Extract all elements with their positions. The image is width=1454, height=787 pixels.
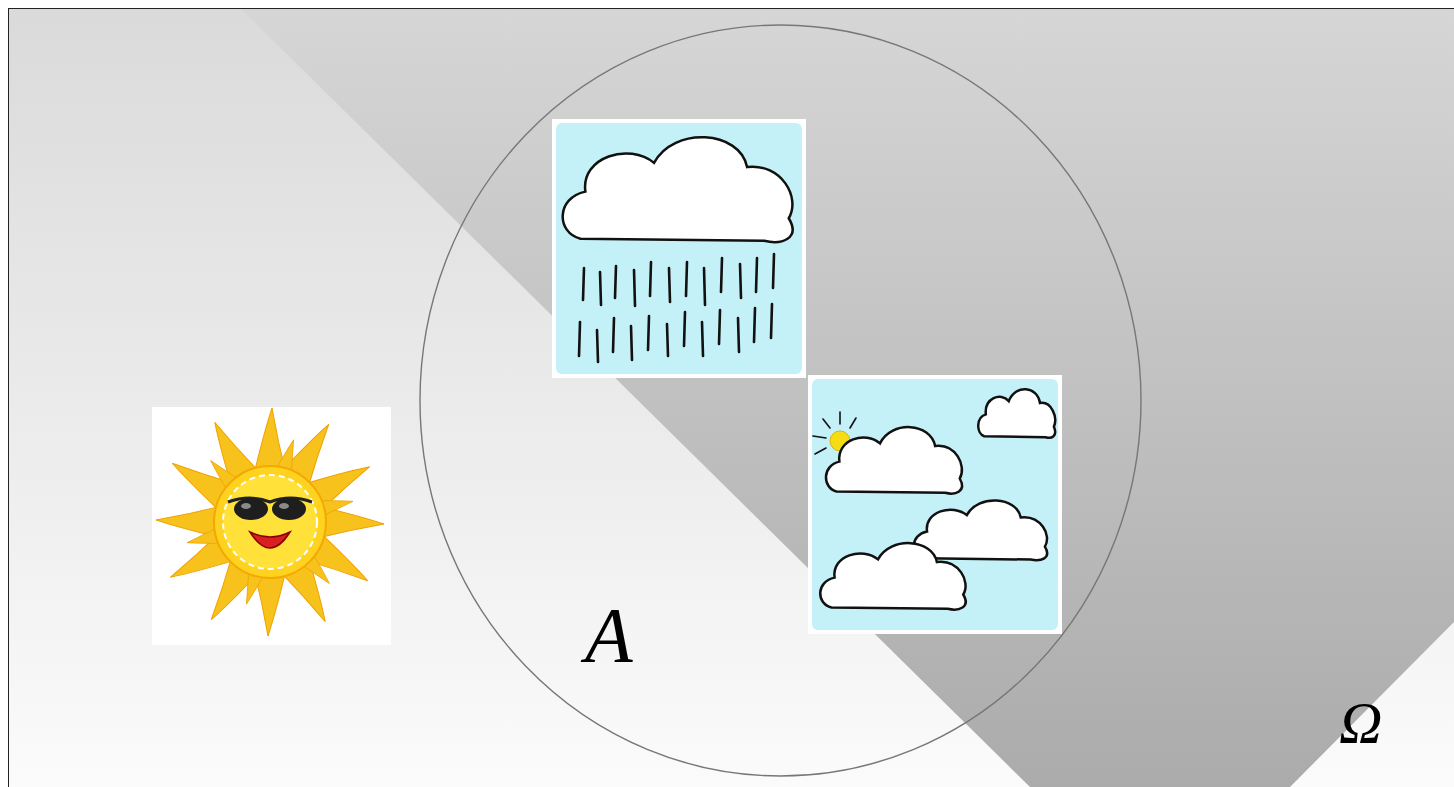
light-ground: [8, 8, 1454, 787]
sample-space-label: Ω: [1339, 693, 1382, 753]
event-label: A: [585, 596, 633, 674]
sun-icon: [152, 407, 391, 645]
event-ellipse: A: [419, 24, 1142, 777]
event-outline: [419, 24, 1142, 777]
rain-icon: [552, 119, 806, 378]
sample-space-frame: ΩA: [8, 8, 1454, 787]
dark-band: [240, 8, 1454, 787]
partly-cloudy-icon: [808, 375, 1062, 634]
event-circle: [420, 25, 1141, 776]
